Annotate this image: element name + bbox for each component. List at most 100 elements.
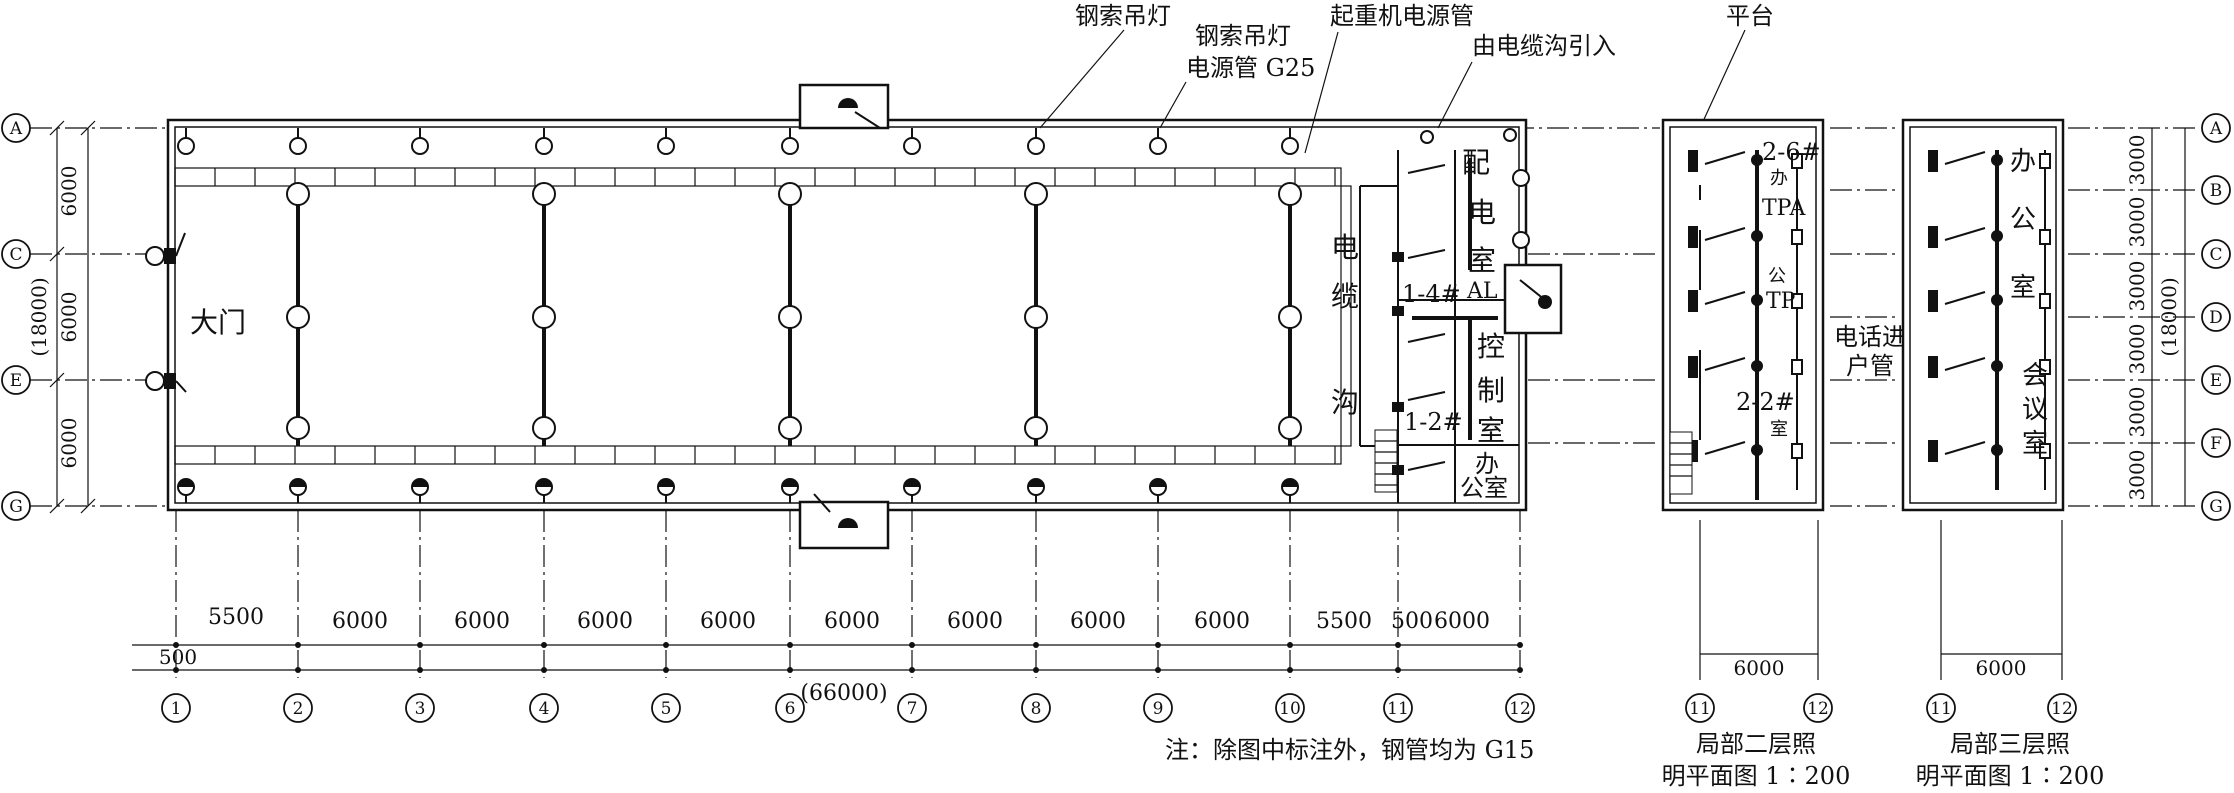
wire-lamp-icon	[532, 182, 556, 206]
wire-lamp-icon	[1278, 182, 1302, 206]
floor-column-bubble	[1685, 693, 1715, 723]
wall-lamp-icon	[657, 128, 675, 155]
trench-char-3: 沟	[1331, 386, 1359, 419]
wall-lamp-icon	[1281, 478, 1299, 503]
column-span-dim: 6000	[1070, 609, 1126, 634]
row-bubble-right-label: D	[2209, 308, 2223, 328]
row-bubble-right	[2201, 302, 2231, 332]
f2-tpa-label: TPA	[1762, 196, 1806, 221]
wire-lamp-icon	[778, 416, 802, 440]
control-char-1: 控	[1477, 330, 1505, 363]
floor-column-bubble	[1803, 693, 1833, 723]
f3-meeting-char-2: 议	[2022, 395, 2048, 425]
f2-office-char-2: 公	[1768, 266, 1786, 287]
al-label: AL	[1466, 279, 1498, 304]
distribution-char-1: 配	[1462, 146, 1490, 179]
row-bubble-right	[2201, 491, 2231, 521]
column-bubble-label: 7	[907, 699, 918, 719]
row-bubble-C-left: C	[9, 245, 22, 265]
row-dimensions-left: 6000 6000 6000 (18000)	[27, 120, 96, 514]
floor-column-bubble	[1926, 693, 1956, 723]
wall-fixtures-top	[177, 128, 1299, 155]
callout-phone-conduit-1: 电话进	[1834, 323, 1906, 351]
distribution-char-2: 电	[1468, 196, 1496, 229]
row-right-dim-6: 3000	[2125, 450, 2149, 501]
f2-bottom-panel: 2-2#	[1736, 388, 1795, 416]
f3-panel-icon	[1928, 356, 1938, 378]
row-bubble-right	[2201, 113, 2231, 143]
floor-column-bubble	[2047, 693, 2077, 723]
wall-lamp-icon	[411, 478, 429, 503]
wire-lamp-icon	[532, 305, 556, 329]
row-bubbles-left: A C E G	[1, 113, 31, 521]
wall-lamp-icon	[1027, 128, 1045, 155]
main-building	[166, 116, 1528, 514]
wall-lamp-icon	[289, 478, 307, 503]
row-dim-1: 6000	[57, 166, 81, 217]
row-bubble-E-left: E	[10, 371, 22, 391]
row-right-dim-3: 3000	[2125, 261, 2149, 312]
f3-panel-icon	[1928, 226, 1938, 248]
wall-lamp-icon	[1149, 128, 1167, 155]
f2-panel-icon	[1688, 440, 1698, 462]
wire-lamp-icon	[1278, 305, 1302, 329]
wall-lamp-icon	[781, 128, 799, 155]
wire-lamp-icon	[1278, 416, 1302, 440]
row-bubble-right	[2201, 428, 2231, 458]
f2-top-panel: 2-6#	[1762, 138, 1821, 166]
row-bubble-right-label: E	[2210, 371, 2222, 391]
row-bubble-right-label: F	[2210, 434, 2222, 454]
f3-meeting-char-3: 室	[2022, 429, 2048, 459]
f2-tp-label: TP	[1766, 289, 1796, 314]
column-bubble	[1383, 693, 1413, 723]
f3-panel-icon	[1928, 150, 1938, 172]
column-bubble-label: 10	[1279, 699, 1301, 719]
floor-column-bubble-label: 12	[1807, 699, 1829, 719]
column-bubble-label: 5	[661, 699, 672, 719]
callout-from-cable-trench: 由电缆沟引入	[1472, 32, 1616, 60]
trench-char-2: 缆	[1331, 280, 1359, 313]
col-offset-dim: 500	[159, 645, 197, 669]
column-span-dim: 6000	[824, 609, 880, 634]
floor2-title-line1: 局部二层照	[1696, 730, 1816, 758]
column-bubble-label: 3	[415, 699, 426, 719]
f3-meeting-char-1: 会	[2022, 361, 2048, 391]
floor2-plan: 2-6# 办 TPA 公 TP 2-2# 室 6000	[1661, 118, 1825, 680]
f2-office-char-1: 办	[1770, 168, 1788, 189]
column-span-dim: 6000	[577, 609, 633, 634]
wire-lamp-icon	[1024, 416, 1048, 440]
office-char-2: 公室	[1460, 474, 1508, 502]
column-bubble	[1143, 693, 1173, 723]
callout-wire-lamp-1: 钢索吊灯	[1075, 2, 1171, 30]
al-spec: 1-4#	[1402, 280, 1461, 308]
row-bubble-right	[2201, 365, 2231, 395]
row-axis-lines	[30, 127, 2200, 507]
callout-platform: 平台	[1726, 2, 1774, 30]
column-bubble-label: 8	[1031, 699, 1042, 719]
row-dimensions-right: 3000 3000 3000 3000 3000 3000 (18000)	[2125, 128, 2186, 506]
callout-wire-lamp-conduit: 电源管 G25	[1186, 54, 1315, 82]
wire-lamp-icon	[778, 305, 802, 329]
gate-lamp-upper	[145, 232, 186, 266]
column-span-dim: 500	[1391, 609, 1433, 634]
wall-lamp-icon	[903, 478, 921, 503]
wire-lamp-icon	[1024, 305, 1048, 329]
f2-width-dim: 6000	[1734, 656, 1785, 680]
wall-lamp-icon	[1027, 478, 1045, 503]
wire-lamp-icon	[532, 416, 556, 440]
column-bubble	[405, 693, 435, 723]
column-span-dim: 6000	[1434, 609, 1490, 634]
floor-column-bubble-label: 12	[2051, 699, 2073, 719]
wall-lamp-icon	[411, 128, 429, 155]
floor-column-bubble-label: 11	[1930, 699, 1952, 719]
floor3-title-line1: 局部三层照	[1950, 730, 2070, 758]
row-right-dim-5: 3000	[2125, 387, 2149, 438]
f2-panel-icon	[1688, 150, 1698, 172]
column-bubble-label: 9	[1153, 699, 1164, 719]
floor3-plan: 办 公 室 会 议 室 6000	[1901, 118, 2065, 680]
callouts: 钢索吊灯 钢索吊灯 电源管 G25 起重机电源管 由电缆沟引入 平台 电话进 户…	[1039, 2, 1906, 380]
wall-lamp-icon	[657, 478, 675, 503]
column-span-dim: 5500	[208, 605, 264, 630]
